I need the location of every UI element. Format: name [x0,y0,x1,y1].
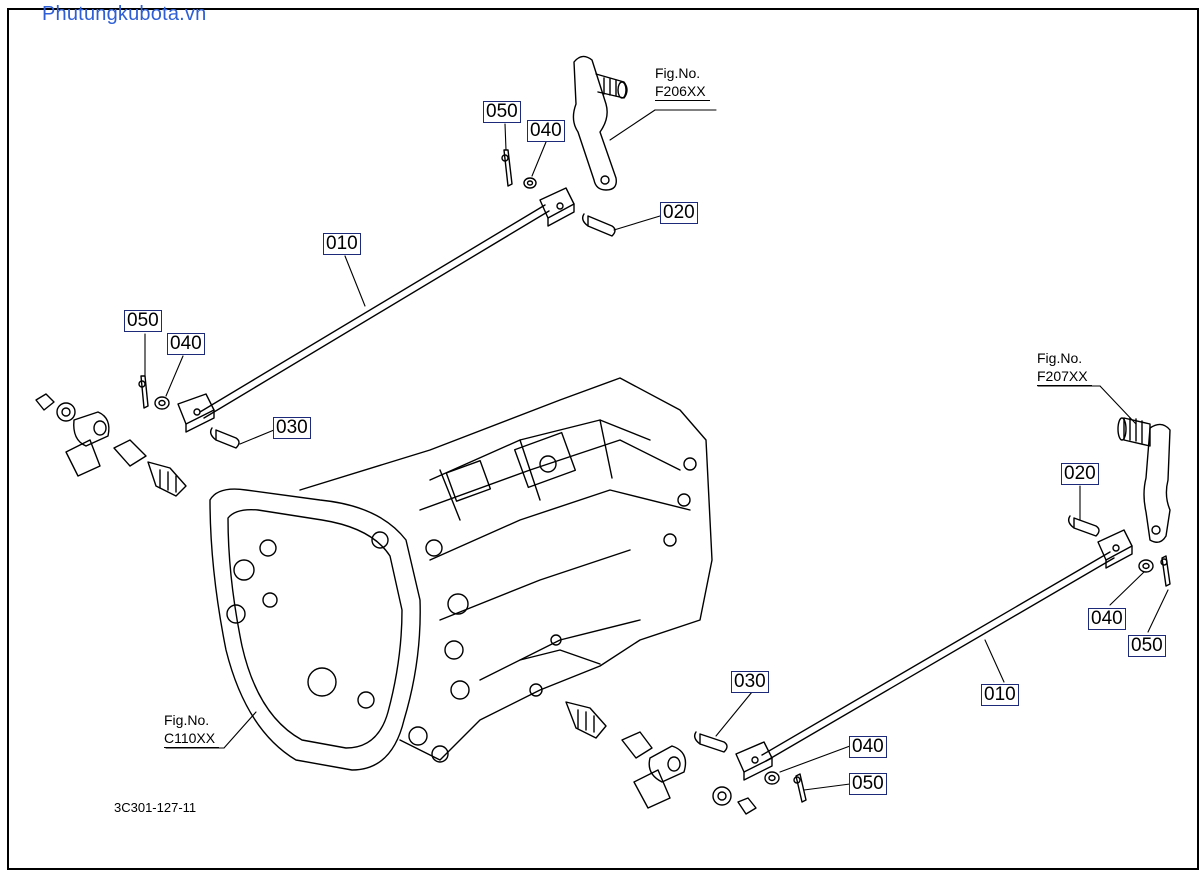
callout-010-right[interactable]: 010 [981,684,1019,706]
watermark: Phutungkubota.vn [42,3,207,25]
upper-shift-rod [177,187,575,433]
callout-040-right[interactable]: 040 [1088,608,1126,630]
right-pin-washer-cotter [1067,515,1171,587]
fig-ref-right-code: F207XX [1037,367,1092,386]
drawing-code: 3C301-127-11 [114,800,197,815]
right-shift-lever [1117,417,1171,543]
bottom-shaft-assembly [565,701,757,815]
fig-ref-right-label: Fig.No. [1037,350,1083,366]
callout-040-bottom[interactable]: 040 [849,736,887,758]
upper-shift-lever [572,55,628,191]
callout-030-bottom[interactable]: 030 [731,671,769,693]
callout-020-top[interactable]: 020 [660,202,698,224]
callout-020-right[interactable]: 020 [1061,463,1099,485]
callout-050-bottom[interactable]: 050 [849,773,887,795]
fig-ref-right[interactable]: Fig.No. F207XX [1037,349,1092,386]
callout-010-top[interactable]: 010 [323,233,361,255]
upper-pin [581,213,616,237]
fig-ref-top-code: F206XX [655,82,710,101]
fig-ref-housing-code: C110XX [164,729,220,748]
callout-050-left[interactable]: 050 [124,310,162,332]
diagram-border [7,8,1199,870]
lower-pin-washer-cotter [693,731,807,803]
fig-ref-housing[interactable]: Fig.No. C110XX [164,711,220,748]
callout-030-left[interactable]: 030 [273,417,311,439]
callout-050-top[interactable]: 050 [483,101,521,123]
fig-ref-housing-label: Fig.No. [164,712,210,728]
fig-ref-top-label: Fig.No. [655,65,701,81]
left-shaft-assembly [35,393,187,497]
fig-ref-top[interactable]: Fig.No. F206XX [655,64,710,101]
callout-040-left[interactable]: 040 [167,333,205,355]
left-washer-cotter-pin [138,375,240,449]
transmission-housing [209,377,713,771]
callout-050-right[interactable]: 050 [1128,635,1166,657]
upper-washer-cotter [501,149,537,189]
leader-lines [144,109,1169,791]
lower-shift-rod [735,529,1133,781]
callout-040-top[interactable]: 040 [527,120,565,142]
